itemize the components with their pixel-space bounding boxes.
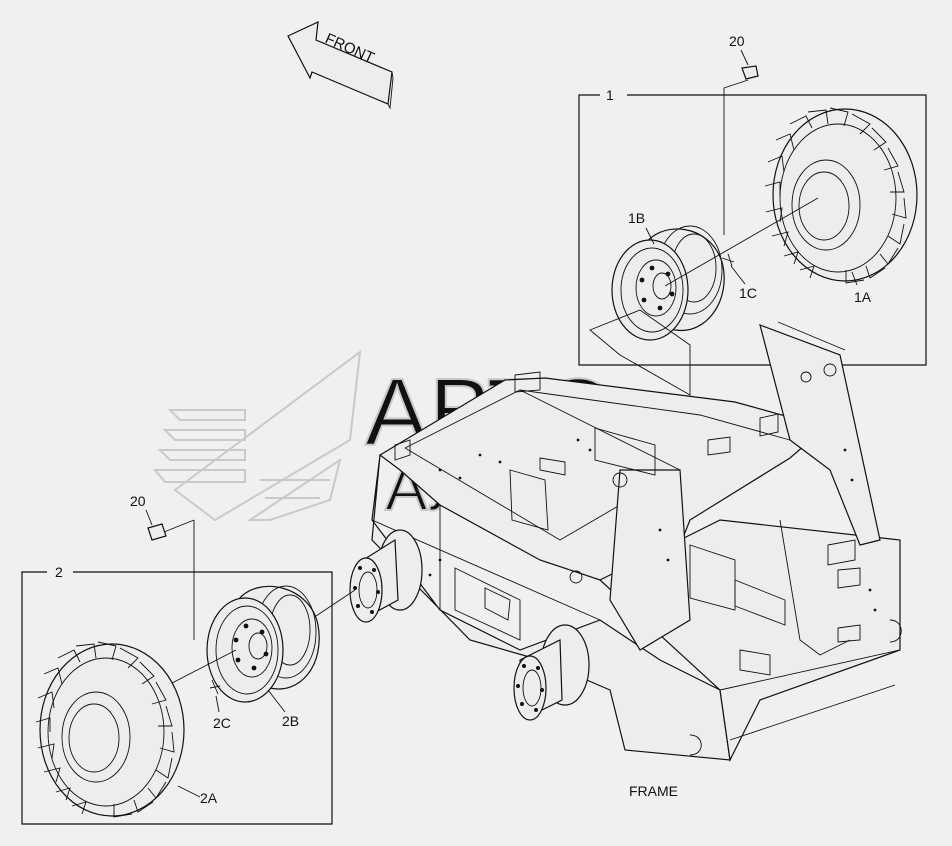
- callout-1A: 1A: [854, 289, 872, 305]
- nut-icon: 20: [130, 493, 195, 640]
- group-2-label: 2: [55, 564, 63, 580]
- tire-icon: [764, 107, 918, 284]
- callout-20-top: 20: [729, 33, 745, 49]
- callout-1B: 1B: [628, 210, 645, 226]
- group-2-box: 2: [21, 564, 333, 825]
- front-arrow-icon: FRONT: [287, 21, 394, 110]
- frame-icon: [349, 321, 902, 762]
- rim-icon: [611, 225, 725, 341]
- callout-1C: 1C: [739, 285, 757, 301]
- tire-icon: [35, 641, 185, 818]
- valve-icon: [209, 679, 221, 695]
- frame-label: FRAME: [629, 783, 678, 799]
- callout-20-left: 20: [130, 493, 146, 509]
- callout-2B: 2B: [282, 713, 299, 729]
- valve-icon: [721, 253, 735, 267]
- group-1-label: 1: [606, 87, 614, 103]
- nut-icon: 20: [723, 33, 759, 235]
- group-1-box: 1: [578, 87, 927, 366]
- callout-2C: 2C: [213, 715, 231, 731]
- rim-icon: [206, 585, 320, 703]
- callout-2A: 2A: [200, 790, 218, 806]
